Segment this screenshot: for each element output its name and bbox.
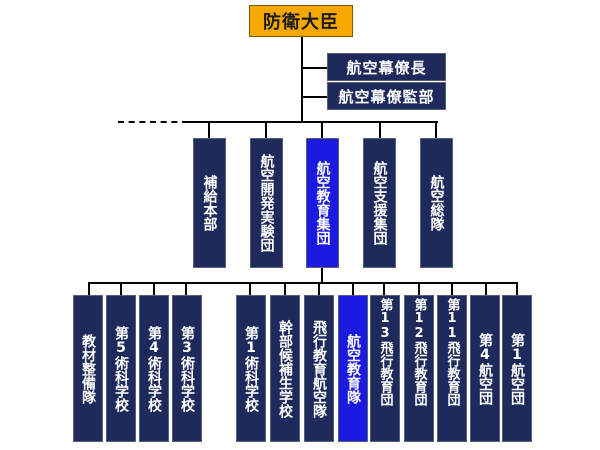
command-education-box: 航空教育集団 <box>306 138 339 268</box>
connector-education-down <box>321 268 323 283</box>
command-development-box: 航空開発実験団 <box>250 138 283 268</box>
command-supply-box: 補給本部 <box>193 138 226 268</box>
unit-box: 第5術科学校 <box>106 295 136 442</box>
connector-drop-support <box>379 121 381 139</box>
unit-box: 第13飛行教育団 <box>370 295 400 442</box>
unit-box-highlighted: 航空教育隊 <box>338 295 368 442</box>
connector-units-bar <box>88 282 518 284</box>
command-air-defense-box: 航空総隊 <box>420 138 453 268</box>
unit-box: 第12飛行教育団 <box>404 295 434 442</box>
connector-drop-unit <box>485 282 487 296</box>
connector-drop-unit <box>185 282 187 296</box>
connector-drop-unit <box>88 282 90 296</box>
connector-drop-development <box>265 121 267 139</box>
connector-drop-unit <box>451 282 453 296</box>
unit-box: 飛行教育航空隊 <box>304 295 334 442</box>
unit-box: 第11飛行教育団 <box>437 295 467 442</box>
connector-commands-bar <box>188 121 438 123</box>
connector-drop-unit <box>516 282 518 296</box>
connector-drop-air-defense <box>435 121 437 139</box>
connector-drop-supply <box>208 121 210 139</box>
unit-box: 第1航空団 <box>502 295 532 442</box>
connector-drop-unit <box>120 282 122 296</box>
connector-minister-trunk <box>301 36 303 122</box>
connector-staff-chief <box>301 67 327 69</box>
command-support-box: 航空支援集団 <box>363 138 396 268</box>
staff-chief-box: 航空幕僚長 <box>327 53 446 81</box>
unit-box: 幹部候補生学校 <box>270 295 300 442</box>
connector-drop-unit <box>153 282 155 296</box>
connector-drop-unit <box>284 282 286 296</box>
unit-box: 第4航空団 <box>470 295 500 442</box>
connector-drop-education <box>321 121 323 139</box>
connector-drop-unit <box>418 282 420 296</box>
connector-drop-unit <box>352 282 354 296</box>
connector-drop-unit <box>318 282 320 296</box>
unit-box: 教材整備隊 <box>73 295 103 442</box>
staff-office-box: 航空幕僚監部 <box>327 82 446 110</box>
connector-drop-unit <box>383 282 385 296</box>
minister-box: 防衛大臣 <box>249 5 353 37</box>
connector-dashed-left <box>118 121 188 123</box>
unit-box: 第1術科学校 <box>236 295 266 442</box>
unit-box: 第4術科学校 <box>139 295 169 442</box>
unit-box: 第3術科学校 <box>172 295 202 442</box>
connector-drop-unit <box>249 282 251 296</box>
connector-staff-office <box>301 96 327 98</box>
